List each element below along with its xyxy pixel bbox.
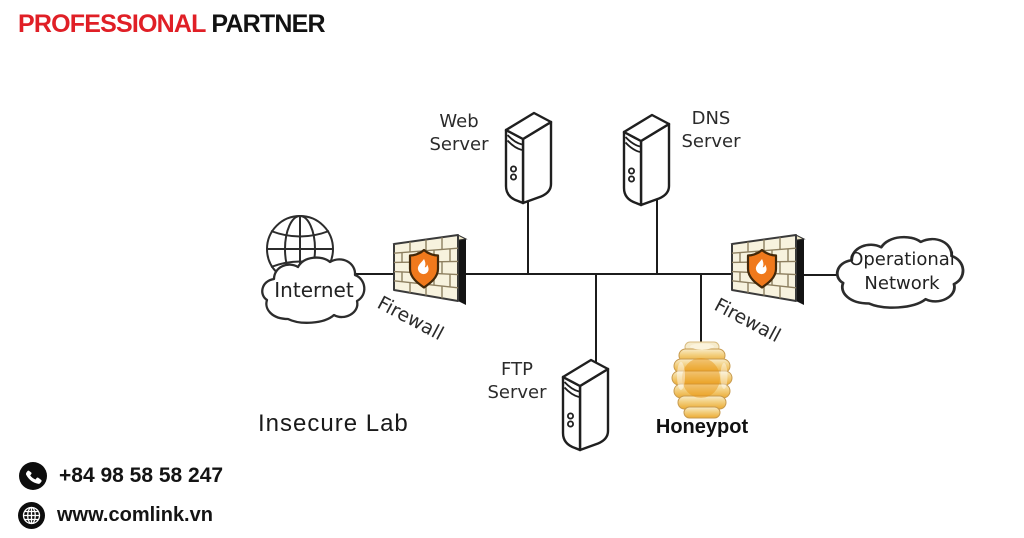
phone-number: +84 98 58 58 247 [59, 464, 224, 487]
website-contact: www.comlink.vn [18, 501, 213, 529]
operational-network-label: Operational Network [849, 248, 955, 294]
server-tower-icon [622, 113, 671, 207]
dns-server-label: DNS Server [681, 108, 741, 153]
phone-icon [19, 462, 47, 490]
link-firewall-to-operational-network [798, 274, 846, 277]
honeypot-icon [671, 341, 733, 419]
brand-word-partner: PARTNER [211, 10, 325, 38]
firewall-icon [730, 234, 806, 305]
link-dns-server-drop [656, 190, 659, 275]
website-url: www.comlink.vn [57, 503, 213, 526]
link-ftp-server-drop [595, 274, 598, 365]
header-brand: PROFESSIONAL PARTNER [18, 10, 326, 39]
operational-network-cloud-shape [835, 235, 965, 309]
server-tower-icon [504, 111, 553, 205]
phone-contact: +84 98 58 58 247 [19, 461, 223, 491]
internet-cloud-shape [261, 256, 366, 324]
internet-label: Internet [274, 278, 354, 302]
server-tower-icon [561, 358, 610, 452]
web-server-label: Web Server [429, 111, 489, 156]
globe-footer-icon [18, 501, 45, 529]
link-lan-bus [338, 273, 740, 276]
diagram-caption: Insecure Lab [258, 410, 409, 437]
brand-word-professional: PROFESSIONAL [18, 10, 206, 38]
link-honeypot-drop [700, 274, 703, 348]
firewall-icon [392, 234, 468, 305]
link-web-server-drop [527, 190, 530, 275]
ftp-server-label: FTP Server [487, 359, 547, 404]
honeypot-label: Honeypot [655, 416, 749, 438]
